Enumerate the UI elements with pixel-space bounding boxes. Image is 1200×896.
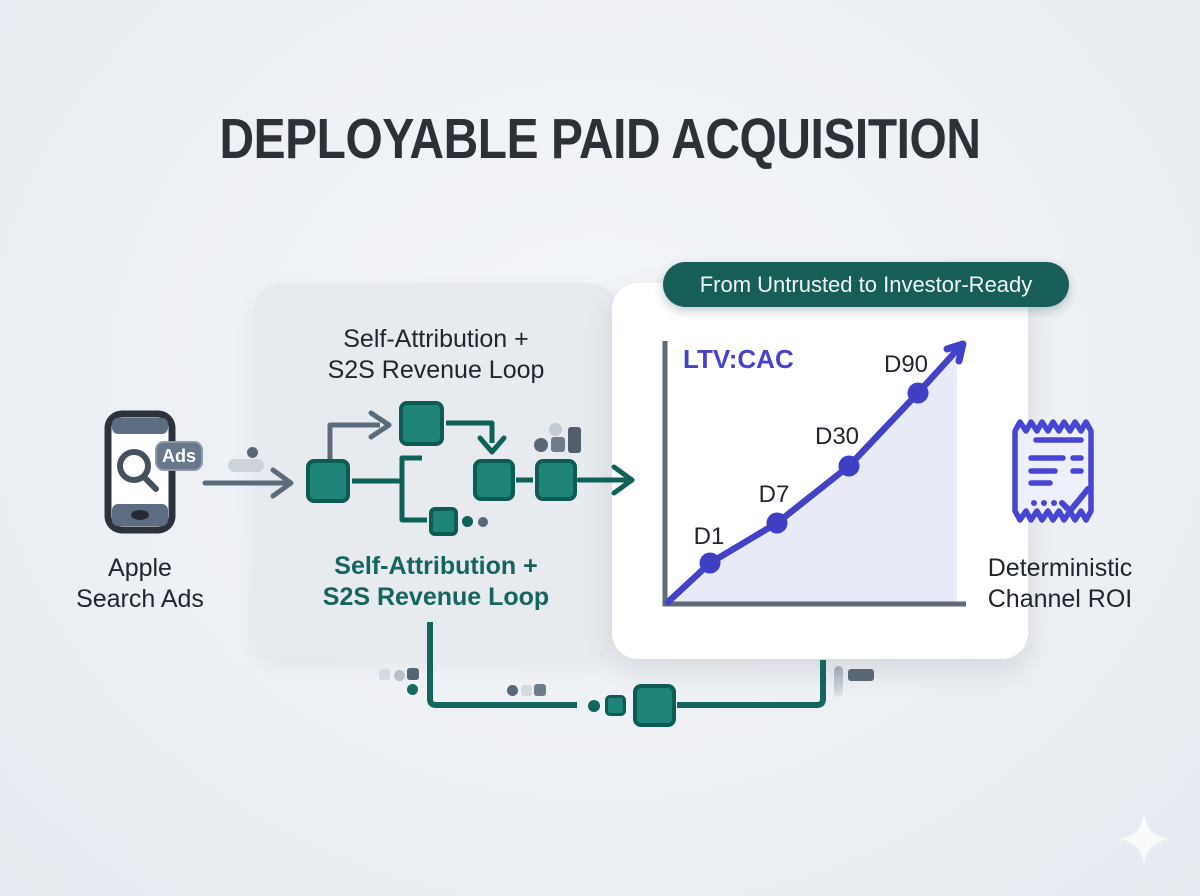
flow-square-1 <box>306 459 350 503</box>
mini-chart-bar-tall <box>568 427 581 453</box>
decor-bl-square-light <box>379 669 390 680</box>
chart-label-d90: D90 <box>883 351 929 378</box>
chart-arrowhead-icon <box>943 340 967 365</box>
arrowhead-phone-to-flow <box>270 467 294 499</box>
chart-area-fill <box>668 351 957 604</box>
label-apple-search-ads: Apple Search Ads <box>76 554 204 613</box>
gray-elbow-connector <box>327 422 380 460</box>
chart-point-d30 <box>838 455 860 477</box>
decor-dot-phone <box>247 447 258 458</box>
decor-br-vbar <box>834 666 843 697</box>
arrowhead-to-top-square <box>368 410 392 440</box>
chart-point-d1 <box>699 552 721 574</box>
label-deterministic-roi: Deterministic Channel ROI <box>987 554 1133 613</box>
teal-elbow-connector <box>446 420 495 443</box>
check-icon <box>1059 486 1091 514</box>
chart-label-d30: D30 <box>814 423 860 450</box>
loop-line-left <box>427 622 577 708</box>
flow-square-top <box>399 401 444 446</box>
loop-square-big <box>633 684 676 727</box>
chart-title: LTV:CAC <box>683 344 794 374</box>
chart-point-d7 <box>766 512 788 534</box>
chart-label-d1: D1 <box>693 523 725 550</box>
decor-dot-teal-small <box>462 516 473 527</box>
receipt-check-icon <box>1012 419 1094 523</box>
loop-dot <box>588 700 600 712</box>
page-title: DEPLOYABLE PAID ACQUISITION <box>219 107 981 171</box>
mini-chart-dot-light <box>549 423 562 436</box>
chart-axes <box>662 341 966 607</box>
label-flow-bottom: Self-Attribution + S2S Revenue Loop <box>322 552 550 611</box>
teal-branch-bracket <box>352 455 427 523</box>
decor-bm-square-light <box>521 685 532 696</box>
decor-bar-phone <box>228 459 264 472</box>
search-icon <box>117 449 151 483</box>
chart-point-d90 <box>907 382 929 404</box>
arrowhead-down-icon <box>477 435 507 455</box>
result-badge: From Untrusted to Investor-Ready <box>663 262 1069 307</box>
chart-label-d7: D7 <box>758 481 790 508</box>
mini-chart-dot-dark <box>534 438 548 452</box>
sparkle-icon <box>1118 813 1170 865</box>
decor-bl-square-dark <box>407 668 419 680</box>
flow-square-3 <box>535 459 577 501</box>
loop-square-small <box>605 695 626 716</box>
decor-bl-circle <box>394 670 405 681</box>
decor-br-hbar <box>848 669 874 681</box>
loop-line-right <box>677 660 826 708</box>
mini-chart-bar-short <box>551 437 565 452</box>
page-title-row: DEPLOYABLE PAID ACQUISITION <box>0 106 1200 172</box>
decor-bl-dot-teal <box>407 684 418 695</box>
flow-square-small <box>429 507 458 536</box>
decor-dot-slate-small <box>478 517 488 527</box>
label-flow-top: Self-Attribution + S2S Revenue Loop <box>327 325 545 384</box>
flow-square-2 <box>473 459 515 501</box>
decor-bm-square-mid <box>534 684 546 696</box>
arrowhead-to-chart <box>611 464 635 496</box>
decor-bm-circle <box>507 685 518 696</box>
phone-search-ads-icon <box>104 410 176 534</box>
ads-badge: Ads <box>155 441 203 471</box>
